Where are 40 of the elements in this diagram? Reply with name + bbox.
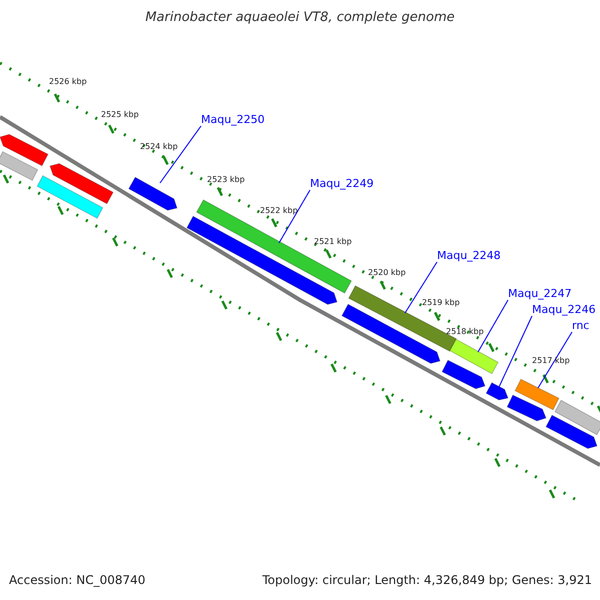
tick-label: 2517 kbp [532, 356, 570, 365]
gene-block [506, 394, 547, 422]
gene-label: Maqu_2246 [532, 303, 596, 316]
tick-label: 2519 kbp [422, 298, 460, 307]
gene-block [545, 414, 598, 449]
gene-label: Maqu_2249 [310, 177, 374, 190]
gene-block [0, 151, 38, 181]
tick-label: 2525 kbp [101, 110, 139, 119]
gene-block [128, 176, 178, 211]
tick-label: 2522 kbp [260, 206, 298, 215]
footer-text: Topology: circular; Length: 4,326,849 bp; Genes: 3,921 [262, 573, 592, 587]
gene-block [196, 199, 352, 294]
tick-label: 2526 kbp [49, 77, 87, 86]
leader-line [404, 262, 438, 314]
tick-label: 2521 kbp [314, 237, 352, 246]
tick-label: 2524 kbp [140, 142, 178, 151]
leader-line [278, 190, 310, 244]
gene-label: rnc [572, 319, 590, 332]
leader-line [498, 316, 532, 388]
gene-block [554, 400, 600, 436]
gene-block [514, 378, 560, 410]
tick-label: 2523 kbp [207, 175, 245, 184]
tick-label: 2518 kbp [446, 327, 484, 336]
gene-block [486, 382, 509, 400]
gene-block [442, 360, 486, 390]
leader-line [478, 300, 508, 352]
gene-block [36, 175, 104, 219]
gene-block [341, 304, 441, 364]
gene-label: Maqu_2247 [508, 287, 572, 300]
gene-label: Maqu_2250 [201, 113, 265, 126]
diagram-title: Marinobacter aquaeolei VT8, complete genome [144, 10, 456, 25]
gene-block [186, 216, 338, 305]
tick-label: 2520 kbp [368, 268, 406, 277]
footer-text: Accession: NC_008740 [9, 573, 146, 587]
leader-line [160, 126, 202, 184]
gene-block [449, 338, 499, 374]
gene-label: Maqu_2248 [437, 249, 501, 262]
gene-block [49, 163, 114, 204]
gene-block [0, 134, 49, 166]
leader-line [538, 332, 572, 388]
